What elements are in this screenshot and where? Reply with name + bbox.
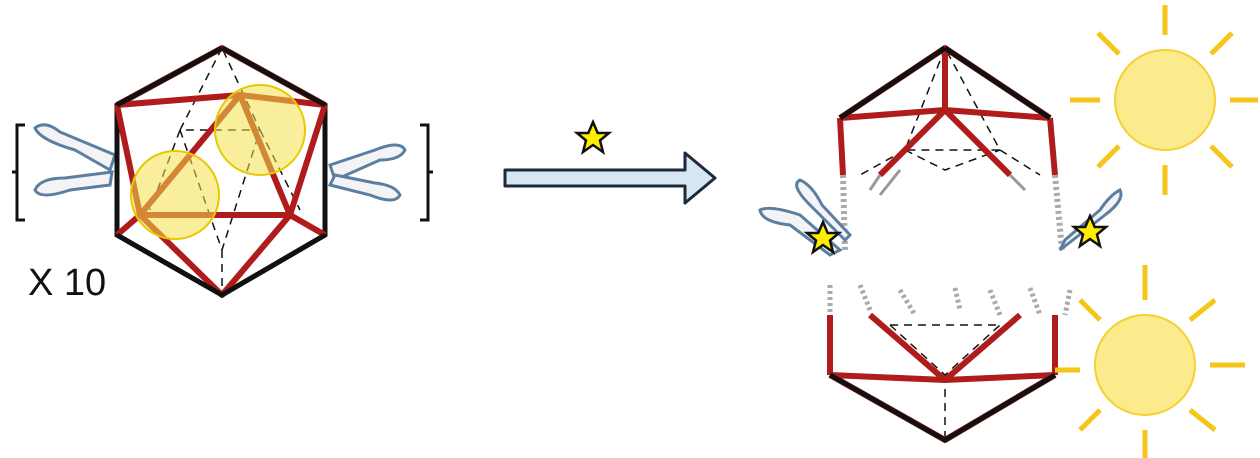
sun-icon (1070, 5, 1258, 195)
capsid-top-half (758, 45, 1123, 257)
star-icon (1072, 214, 1108, 248)
multiplier-label: X 10 (28, 262, 107, 304)
capsid-bottom-half (827, 284, 1073, 443)
star-icon (575, 120, 611, 154)
left-brackets (12, 123, 433, 222)
left-capsid (114, 45, 328, 298)
left-arms (33, 123, 407, 202)
arrow-right-icon (503, 151, 717, 205)
sun-icon (1055, 265, 1245, 458)
